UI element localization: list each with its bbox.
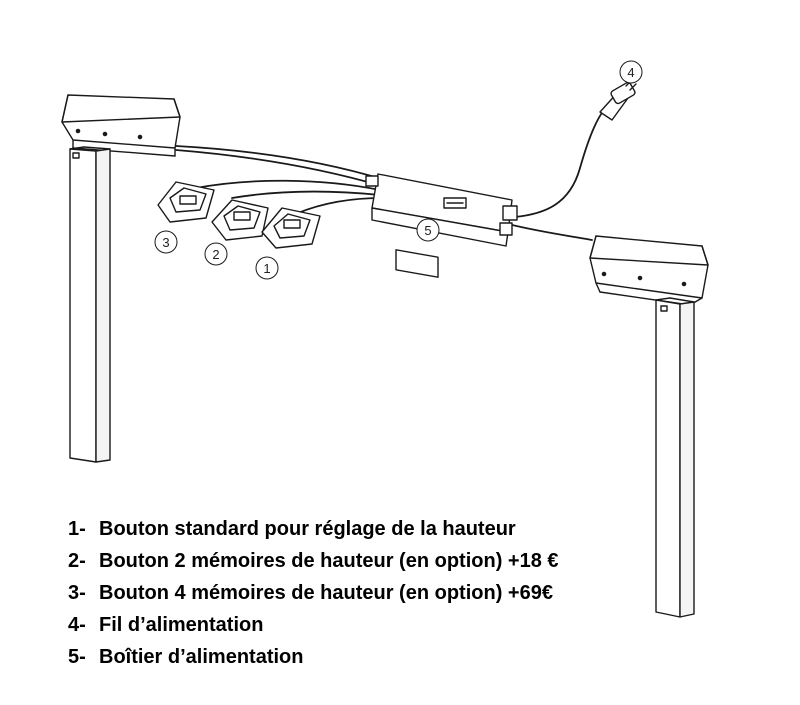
callout-2: 2	[204, 242, 228, 266]
legend-item-text: Bouton 4 mémoires de hauteur (en option)…	[99, 582, 553, 604]
legend-item-number: 2-	[68, 550, 86, 572]
control-box	[365, 173, 518, 278]
right-leg	[589, 235, 709, 618]
callout-1: 1	[255, 256, 279, 280]
legend-item: 5- Boîtier d’alimentation	[68, 646, 559, 678]
legend-item: 1- Bouton standard pour réglage de la ha…	[68, 518, 559, 550]
power-plug	[599, 79, 637, 121]
callout-3: 3	[154, 230, 178, 254]
cables	[175, 109, 605, 241]
legend-item-text: Bouton 2 mémoires de hauteur (en option)…	[99, 550, 559, 572]
hand-switch-1	[261, 207, 321, 249]
callout-4: 4	[619, 60, 643, 84]
left-leg	[61, 94, 181, 463]
svg-text:1: 1	[263, 261, 270, 276]
legend-item-text: Boîtier d’alimentation	[99, 646, 304, 668]
legend-list: 1- Bouton standard pour réglage de la ha…	[68, 518, 559, 678]
hand-switch-2	[211, 199, 269, 241]
legend-item: 2- Bouton 2 mémoires de hauteur (en opti…	[68, 550, 559, 582]
legend-item-number: 5-	[68, 646, 86, 668]
callout-5: 5	[416, 218, 440, 242]
svg-text:4: 4	[627, 65, 634, 80]
legend-item-number: 3-	[68, 582, 86, 604]
svg-text:5: 5	[424, 223, 431, 238]
svg-text:2: 2	[212, 247, 219, 262]
legend-item-number: 4-	[68, 614, 86, 636]
hand-switch-3	[157, 181, 215, 223]
legend-item-text: Bouton standard pour réglage de la haute…	[99, 518, 516, 540]
legend-item-number: 1-	[68, 518, 86, 540]
legend-item-text: Fil d’alimentation	[99, 614, 264, 636]
legend-item: 4- Fil d’alimentation	[68, 614, 559, 646]
legend-item: 3- Bouton 4 mémoires de hauteur (en opti…	[68, 582, 559, 614]
svg-text:3: 3	[162, 235, 169, 250]
